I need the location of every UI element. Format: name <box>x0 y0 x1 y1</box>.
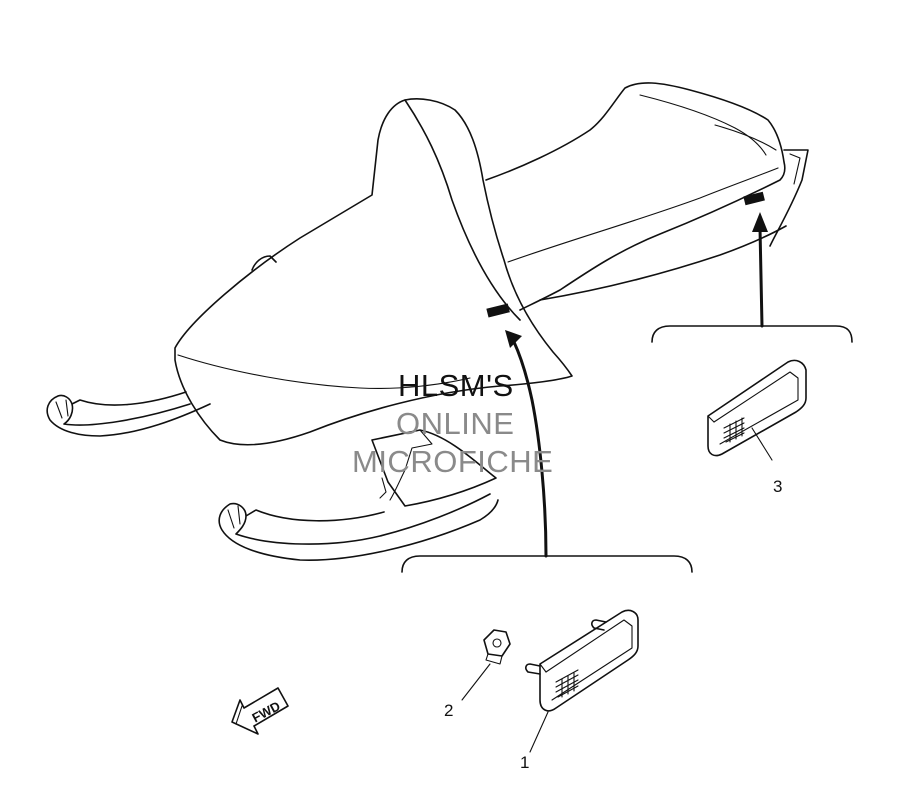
side-panel <box>371 429 497 507</box>
ski-right-tip <box>227 505 241 529</box>
fwd-arrow-icon: FWD <box>231 687 289 735</box>
part-1-reflector-front <box>525 609 639 753</box>
body-side-line <box>507 167 779 263</box>
front-reflector-location <box>486 303 510 318</box>
part-2-nut <box>461 629 511 701</box>
leader-arrow-rear <box>752 212 768 328</box>
callout-2: 2 <box>444 701 453 720</box>
watermark-line-3: MICROFICHE <box>352 444 554 479</box>
bracket-front-assembly <box>401 555 693 573</box>
rear-flap <box>769 149 809 247</box>
seat-outline <box>485 82 786 311</box>
watermark-line-1: HLSM'S <box>398 368 514 403</box>
watermark-line-2: ONLINE <box>396 406 515 441</box>
snowmobile-illustration <box>46 82 809 561</box>
windshield-line <box>404 99 521 321</box>
hood-crease <box>177 354 471 389</box>
seat-cushion-line <box>639 94 767 156</box>
body-lower-edge <box>539 225 787 301</box>
hood-outline <box>174 98 573 446</box>
ski-left <box>46 391 211 437</box>
rear-reflector-location <box>743 191 765 206</box>
seat-fold-line <box>714 124 777 151</box>
rear-flap-inner <box>789 153 801 185</box>
side-panel-mark <box>379 477 387 499</box>
bracket-rear-assembly <box>651 325 853 343</box>
part-3-reflector-rear <box>707 359 807 461</box>
leader-arrow-front <box>505 330 548 558</box>
handlebar-stub <box>251 255 277 271</box>
callout-1: 1 <box>520 753 529 772</box>
ski-right <box>218 493 499 561</box>
callout-3: 3 <box>773 477 782 496</box>
side-panel-notch <box>389 429 433 501</box>
ski-left-tip <box>55 399 69 419</box>
